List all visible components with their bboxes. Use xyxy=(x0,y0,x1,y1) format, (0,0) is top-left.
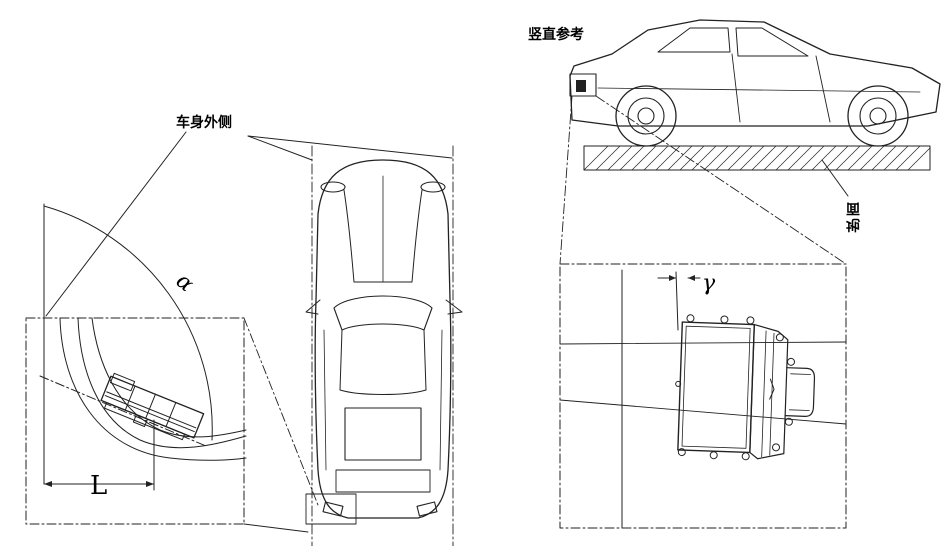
car-side-door-line-1 xyxy=(731,53,741,123)
connector-line-1 xyxy=(243,317,319,506)
roof xyxy=(339,329,427,395)
rear-light-right xyxy=(416,501,438,517)
wheel-rear-hub xyxy=(637,107,655,125)
device-front xyxy=(675,314,816,461)
left-detail-view xyxy=(25,131,247,525)
car-side-belt-line xyxy=(597,87,921,93)
gamma-arrow-left xyxy=(669,275,676,281)
rear-light-left xyxy=(322,501,344,517)
door-line-right xyxy=(439,329,443,471)
car-side-window-front xyxy=(657,27,731,53)
headlight-left xyxy=(320,181,346,193)
device-location-box xyxy=(305,493,357,525)
leader-body-outer-center-right xyxy=(247,135,453,159)
rear-window xyxy=(344,407,422,461)
side-device-box xyxy=(569,73,597,97)
ground-label: 地面 xyxy=(846,200,860,232)
right-detail-view xyxy=(559,263,847,529)
wheel-rear-inner xyxy=(627,97,665,135)
tilted-axis-line xyxy=(675,271,679,331)
ground-strip xyxy=(583,145,931,197)
wheel-front-hub xyxy=(869,107,887,125)
l-label: L xyxy=(90,471,107,501)
device-rotated xyxy=(100,372,205,441)
windshield xyxy=(333,295,433,331)
car-side-view xyxy=(569,19,941,147)
car-side-window-rear xyxy=(735,27,809,57)
car-side-door-line-2 xyxy=(815,55,831,123)
mirror-left xyxy=(305,299,321,315)
trunk xyxy=(335,469,431,493)
body-outer-side-label: 车身外侧 xyxy=(176,115,232,131)
alpha-label: α xyxy=(171,268,199,297)
car-top-view xyxy=(247,135,463,547)
side-device xyxy=(576,80,586,92)
gamma-arrow-right xyxy=(688,275,695,281)
connector-line-2 xyxy=(243,523,309,533)
device-axis-line xyxy=(39,375,207,447)
door-panel-curve-3 xyxy=(59,317,247,461)
leader-body-outer-center-left xyxy=(247,135,313,161)
alpha-arc xyxy=(43,205,213,441)
gamma-label: γ xyxy=(702,271,716,296)
connector-side-1 xyxy=(559,95,573,265)
horizontal-line-1 xyxy=(559,341,847,345)
leader-ground xyxy=(821,159,849,197)
headlight-right xyxy=(420,181,446,193)
right-detail-frame xyxy=(559,263,847,529)
mirror-right xyxy=(445,299,463,315)
l-arrow-left xyxy=(44,481,52,487)
wheel-front-outer xyxy=(847,85,909,147)
vertical-reference-label: 竖直参考 xyxy=(528,27,584,43)
car-side-body xyxy=(569,19,941,127)
door-line-left xyxy=(323,329,327,471)
door-panel-curve-1 xyxy=(77,317,247,449)
wheel-rear-outer xyxy=(615,85,677,147)
door-panel-curve-2 xyxy=(91,317,247,438)
left-detail-frame xyxy=(25,317,245,525)
l-arrow-right xyxy=(146,481,154,487)
leader-body-outer-left xyxy=(45,131,187,317)
horizontal-line-2 xyxy=(559,399,847,425)
car-body-outline xyxy=(314,159,452,519)
wheel-front-inner xyxy=(859,97,897,135)
connector-side-2 xyxy=(595,95,847,265)
